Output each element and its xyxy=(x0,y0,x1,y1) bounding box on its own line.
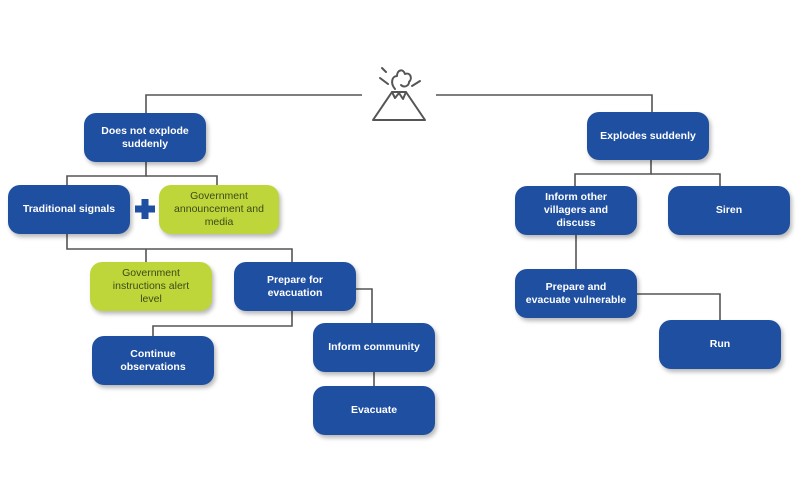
continue-observations-node: Continue observations xyxy=(92,336,214,385)
government-announcement-node: Government announcement and media xyxy=(159,185,279,234)
volcano-icon xyxy=(372,67,426,121)
inform-community-label: Inform community xyxy=(328,341,420,353)
connector-top-left xyxy=(145,94,362,113)
run-node: Run xyxy=(659,320,781,369)
evacuate-label: Evacuate xyxy=(350,404,398,416)
connector-left-merge xyxy=(66,234,293,262)
connector-top-right xyxy=(436,94,653,113)
does-not-explode-label: Does not explode suddenly xyxy=(101,124,189,150)
prepare-evacuation-node: Prepare for evacuation xyxy=(234,262,356,311)
does-not-explode-node: Does not explode suddenly xyxy=(84,113,206,162)
connector-right-split xyxy=(574,160,652,186)
prepare-vulnerable-node: Prepare and evacuate vulnerable xyxy=(515,269,637,318)
government-instructions-label: Government instructions alert level xyxy=(112,267,190,305)
siren-label: Siren xyxy=(715,204,743,216)
evacuate-node: Evacuate xyxy=(313,386,435,435)
government-announcement-label: Government announcement and media xyxy=(174,190,264,228)
connector-prepare-continue xyxy=(152,311,293,336)
explodes-suddenly-node: Explodes suddenly xyxy=(587,112,709,160)
prepare-vulnerable-label: Prepare and evacuate vulnerable xyxy=(525,280,627,306)
prepare-evacuation-label: Prepare for evacuation xyxy=(266,273,324,299)
connector-prepare-inform xyxy=(352,288,373,323)
inform-villagers-node: Inform other villagers and discuss xyxy=(515,186,637,235)
traditional-signals-node: Traditional signals xyxy=(8,185,130,234)
plus-icon xyxy=(135,199,155,219)
inform-villagers-label: Inform other villagers and discuss xyxy=(543,191,609,229)
government-instructions-node: Government instructions alert level xyxy=(90,262,212,311)
continue-observations-label: Continue observations xyxy=(120,347,186,373)
explodes-suddenly-label: Explodes suddenly xyxy=(600,129,696,142)
connector-prepare-run xyxy=(636,293,721,320)
inform-community-node: Inform community xyxy=(313,323,435,372)
run-label: Run xyxy=(709,338,731,350)
connector-left-split xyxy=(66,162,147,185)
siren-node: Siren xyxy=(668,186,790,235)
traditional-signals-label: Traditional signals xyxy=(22,203,116,215)
